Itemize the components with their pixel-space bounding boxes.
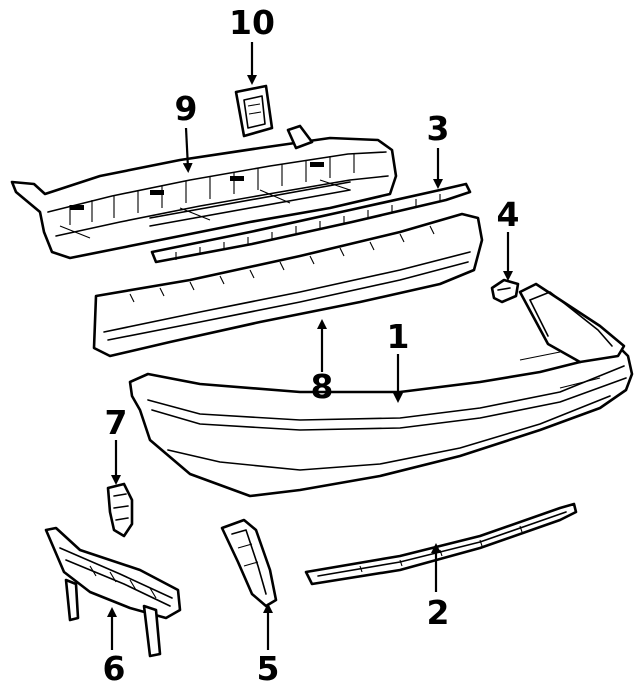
callout-5: 5	[257, 649, 280, 688]
part-center-bracket	[44, 526, 182, 658]
part-retainer-strip	[150, 182, 472, 264]
callout-1: 1	[387, 317, 410, 356]
part-bumper-cover	[128, 282, 634, 498]
callout-2: 2	[427, 593, 450, 632]
callout-6: 6	[103, 649, 126, 688]
callout-10: 10	[229, 3, 275, 42]
callout-3: 3	[427, 109, 450, 148]
callout-9: 9	[175, 89, 198, 128]
leader-lines	[107, 42, 513, 650]
part-reinforcement-strip	[304, 502, 578, 586]
part-bracket-pad	[234, 84, 274, 138]
callout-8: 8	[311, 367, 334, 406]
callout-4: 4	[497, 195, 520, 234]
leader-9	[182, 127, 193, 173]
part-small-bracket	[106, 482, 134, 538]
callout-numbers: 10 9 3 4 1 8 7 2 6 5	[103, 3, 520, 688]
part-lower-side-bracket	[220, 518, 278, 608]
part-energy-absorber	[10, 124, 398, 260]
part-side-bracket	[490, 278, 520, 304]
callout-7: 7	[105, 403, 128, 442]
part-lower-cover	[92, 212, 484, 358]
